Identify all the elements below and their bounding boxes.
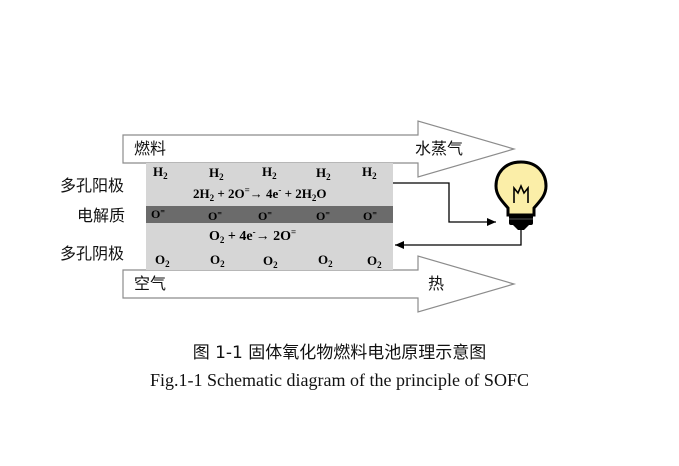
anode-label: 多孔阳极	[60, 176, 124, 195]
electrolyte-layer	[146, 206, 393, 223]
circuit-wire-cathode	[395, 225, 522, 249]
air-label: 空气	[134, 274, 166, 293]
o2-molecule: O2	[318, 252, 333, 269]
o2-molecule: O2	[263, 253, 278, 270]
h2-molecule: H2	[209, 165, 224, 182]
light-bulb-icon	[494, 160, 548, 230]
cathode-label: 多孔阴极	[60, 244, 124, 263]
anode-layer	[146, 163, 393, 206]
circuit-wire-anode	[393, 182, 496, 226]
h2-molecule: H2	[362, 164, 377, 181]
oxide-ion: O=	[363, 209, 377, 223]
h2-molecule: H2	[153, 164, 168, 181]
o2-molecule: O2	[367, 253, 382, 270]
cathode-reaction: O2 + 4e-→ 2O=	[209, 227, 296, 245]
h2-molecule: H2	[316, 165, 331, 182]
o2-molecule: O2	[210, 252, 225, 269]
heat-label: 热	[428, 274, 444, 293]
caption-cn: 图 1-1 固体氧化物燃料电池原理示意图	[192, 343, 487, 363]
oxide-ion: O=	[151, 207, 165, 221]
h2-molecule: H2	[262, 164, 277, 181]
oxide-ion: O=	[258, 209, 272, 223]
steam-label: 水蒸气	[415, 139, 463, 158]
fuel-label: 燃料	[134, 139, 166, 158]
electrolyte-label: 电解质	[77, 206, 125, 225]
cathode-layer	[146, 223, 393, 270]
oxide-ion: O=	[208, 209, 222, 223]
anode-reaction: 2H2 + 2O=→ 4e- + 2H2O	[193, 185, 326, 203]
o2-molecule: O2	[155, 252, 170, 269]
caption-en: Fig.1-1 Schematic diagram of the princip…	[150, 370, 529, 390]
oxide-ion: O=	[316, 209, 330, 223]
